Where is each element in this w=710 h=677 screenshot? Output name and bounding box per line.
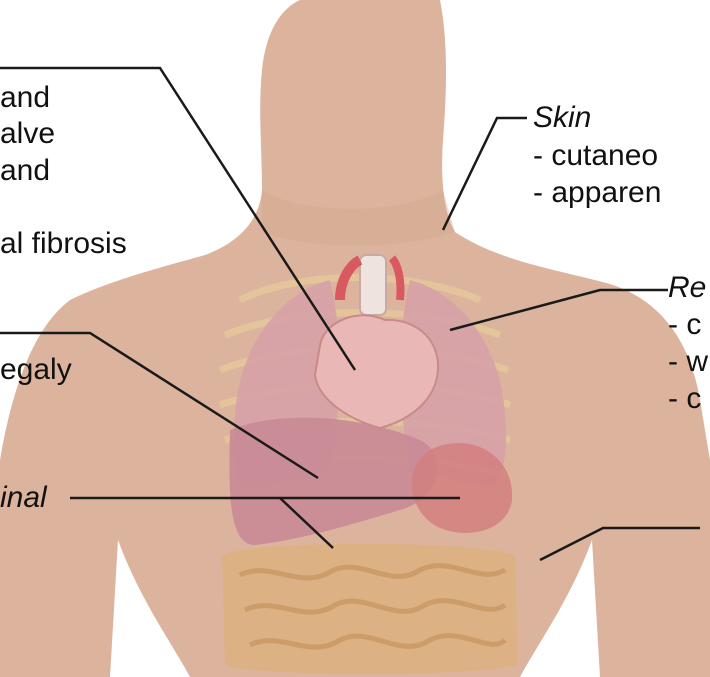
skin-label-title: Skin (533, 100, 591, 136)
respiratory-label-item-3: - c (668, 381, 701, 417)
gastro-label-title: inal (0, 480, 47, 516)
intestines (222, 544, 518, 674)
cardiac-label-line-3: and (0, 153, 50, 189)
cardiac-label-line-2: alve (0, 116, 55, 152)
cardiac-label-line-4: al fibrosis (0, 226, 127, 262)
respiratory-label-item-2: - w (668, 344, 708, 380)
cardiac-label-line-1: and (0, 80, 50, 116)
skin-label-item-1: - cutaneo (533, 138, 658, 174)
liver-label: egaly (0, 352, 72, 388)
respiratory-label-item-1: - c (668, 307, 701, 343)
skin-label-item-2: - apparen (533, 175, 661, 211)
respiratory-label-title: Re (668, 270, 706, 306)
skin-callout-line (443, 118, 527, 230)
